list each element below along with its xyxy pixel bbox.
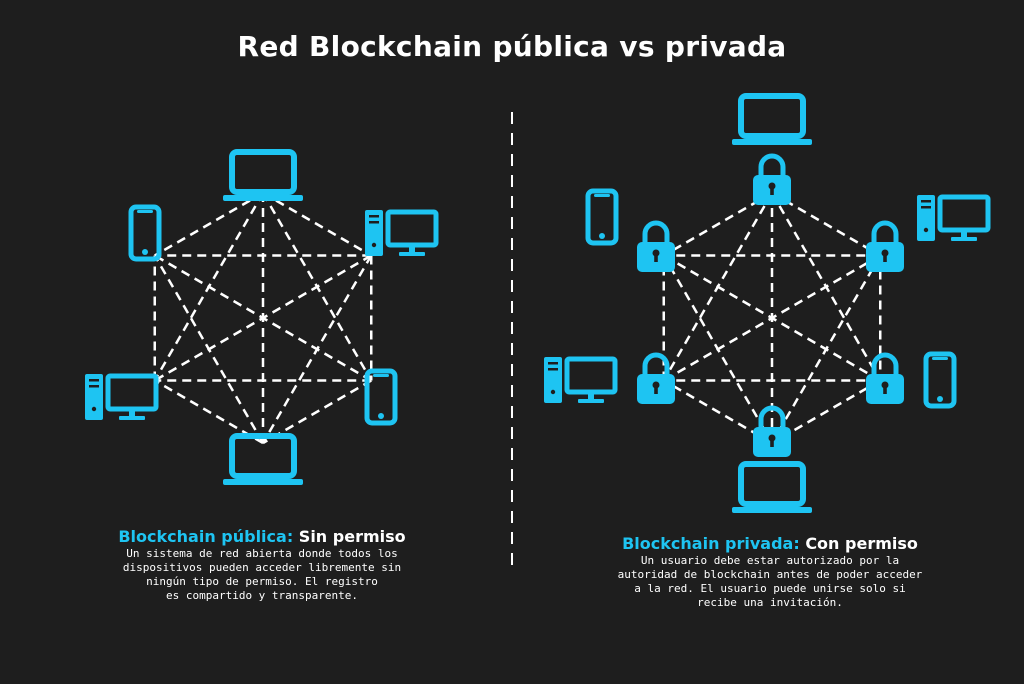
lock-icon [866, 355, 904, 404]
private-heading-accent: Blockchain privada: [622, 534, 800, 553]
public-heading-rest: Sin permiso [298, 527, 406, 546]
private-caption: Blockchain privada: Con permiso Un usuar… [600, 535, 940, 610]
connection-line [663, 191, 773, 257]
laptop-icon [732, 464, 812, 513]
lock-icon [753, 408, 791, 457]
phone-icon [926, 354, 954, 406]
connection-line [154, 379, 264, 445]
private-heading-rest: Con permiso [805, 534, 918, 553]
phone-icon [131, 207, 159, 259]
connection-line [771, 191, 881, 257]
connection-line [262, 379, 372, 445]
lock-icon [753, 156, 791, 205]
connection-line [771, 379, 881, 445]
public-heading-accent: Blockchain pública: [118, 527, 294, 546]
connection-line [262, 191, 372, 257]
laptop-icon [223, 436, 303, 485]
desktop-icon [85, 374, 156, 420]
left-connection-lines [153, 191, 373, 445]
connection-line [154, 254, 372, 382]
connection-line [663, 254, 881, 382]
lock-icon [637, 223, 675, 272]
connection-line [154, 191, 264, 257]
desktop-icon [365, 210, 436, 256]
public-heading: Blockchain pública: Sin permiso [112, 528, 412, 546]
private-description: Un usuario debe estar autorizado por la … [617, 554, 923, 609]
connection-line [662, 254, 774, 444]
lock-icon [866, 223, 904, 272]
phone-icon [588, 191, 616, 243]
laptop-icon [732, 96, 812, 145]
connection-line [153, 254, 265, 444]
laptop-icon [223, 152, 303, 201]
desktop-icon [544, 357, 615, 403]
public-caption: Blockchain pública: Sin permiso Un siste… [112, 528, 412, 603]
public-description: Un sistema de red abierta donde todos lo… [122, 547, 402, 602]
page-title: Red Blockchain pública vs privada [237, 30, 787, 63]
desktop-icon [917, 195, 988, 241]
lock-icon [637, 355, 675, 404]
private-heading: Blockchain privada: Con permiso [600, 535, 940, 553]
